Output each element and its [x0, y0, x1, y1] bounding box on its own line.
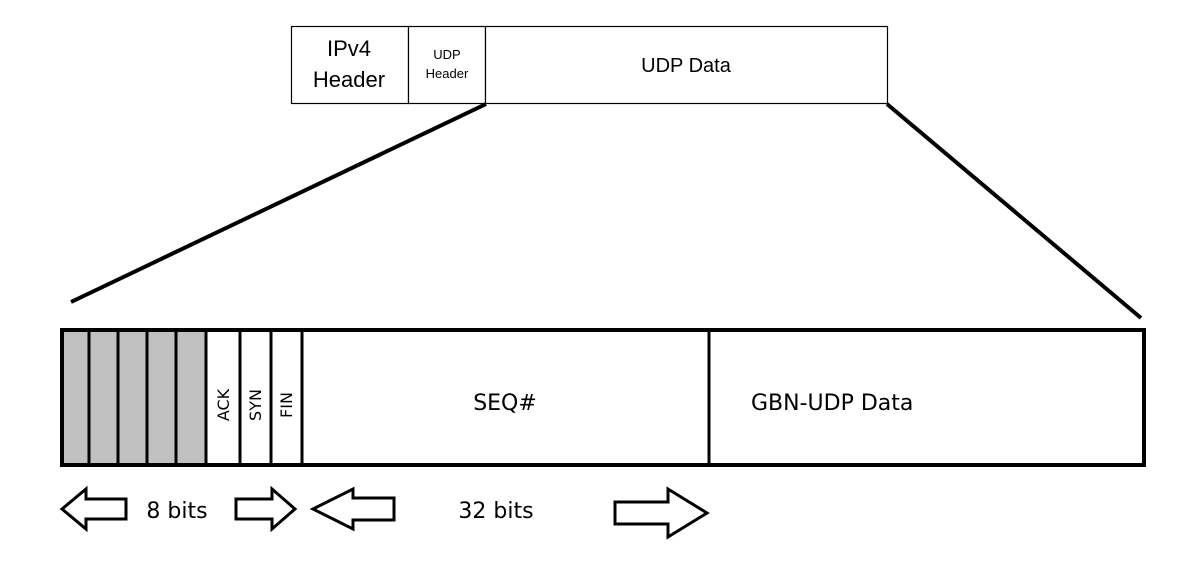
- expansion-line-left: [70, 102, 487, 304]
- gbn-packet: ACK SYN FIN SEQ# GBN-UDP Data: [60, 328, 1146, 467]
- right-arrow-icon: [613, 486, 710, 540]
- ipv4-header-label-line2: Header: [313, 67, 385, 92]
- udp-data-box: [484, 25, 889, 105]
- udp-data-label: UDP Data: [641, 55, 732, 77]
- top-packet: IPv4 Header UDP Header UDP Data: [290, 25, 889, 105]
- left-arrow-icon: [309, 486, 396, 532]
- ack-flag-label: ACK: [214, 388, 233, 421]
- gbn-data-field-label: GBN-UDP Data: [751, 391, 913, 416]
- syn-flag-label: SYN: [246, 389, 265, 421]
- fin-flag-label: FIN: [277, 392, 296, 418]
- udp-header-box: [407, 25, 487, 105]
- seq-field-label: SEQ#: [473, 391, 537, 416]
- ipv4-header-label-line1: IPv4: [327, 36, 371, 61]
- reserved-bits-area: [62, 330, 206, 465]
- expansion-line-right: [885, 102, 1143, 320]
- gbn-packet-outline: [60, 328, 1146, 467]
- ipv4-header-box: [290, 25, 410, 105]
- flags-width-label: 8 bits: [146, 499, 207, 524]
- seq-width-label: 32 bits: [458, 499, 533, 524]
- udp-header-label-line1: UDP: [433, 47, 460, 62]
- bit-width-arrows: [59, 485, 710, 540]
- right-arrow-icon: [234, 485, 298, 533]
- udp-header-label-line2: Header: [426, 66, 469, 81]
- reserved-bit-dividers: [87, 330, 711, 465]
- left-arrow-icon: [59, 485, 128, 533]
